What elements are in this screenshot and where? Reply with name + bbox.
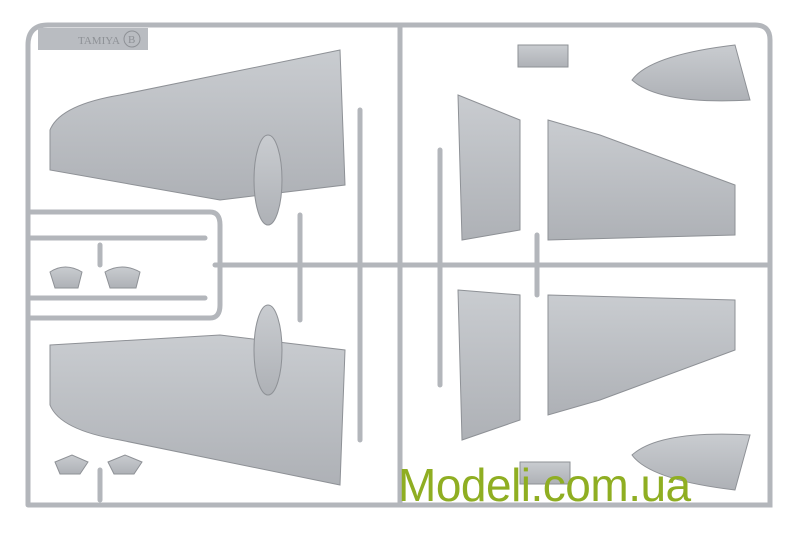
watermark: Modeli.com.ua [398,459,691,511]
flap-upper [457,94,521,241]
sprue-frame [25,22,773,508]
lower-wing-left [49,334,346,486]
sprue-parts [49,44,751,491]
upper-wing-left [49,49,346,201]
sprue-runners [25,22,773,508]
nose-lower [631,433,751,491]
aileron-upper [547,119,736,241]
sprue-tag: TAMIYA B [38,28,148,50]
tamiya-logo: TAMIYA [78,35,120,47]
nose-upper [631,44,751,102]
flap-lower [457,289,521,441]
sprue-letter: B [128,34,135,46]
aileron-lower [547,294,736,416]
